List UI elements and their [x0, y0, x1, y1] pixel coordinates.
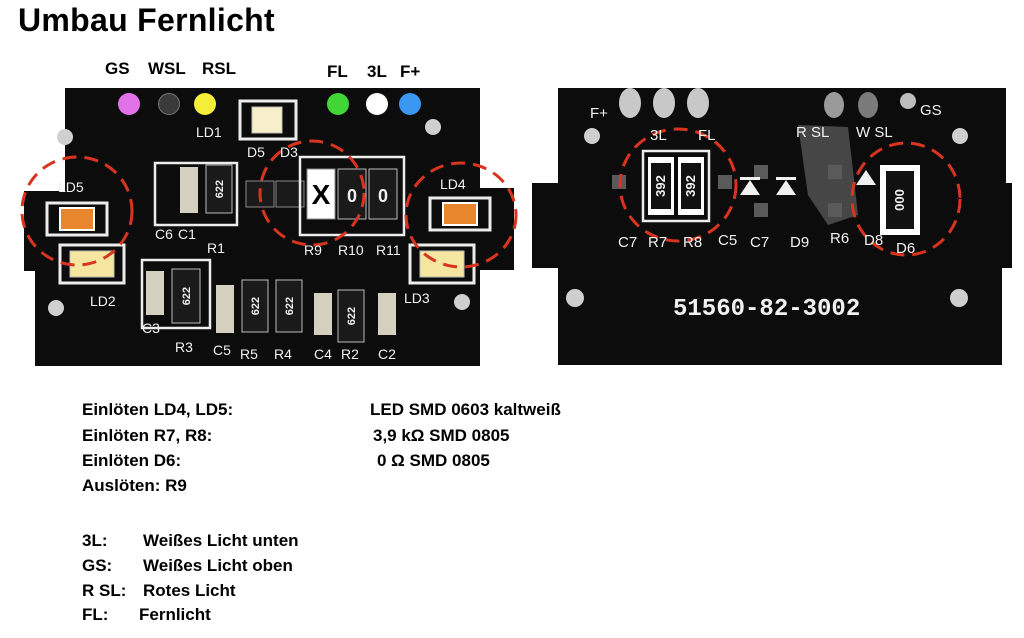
dot-fplus — [399, 93, 421, 115]
silk-ld4: LD4 — [440, 176, 466, 192]
silk-wsl: W SL — [856, 124, 893, 141]
label-rsl: RSL — [202, 59, 236, 78]
silk-c1: C1 — [178, 226, 196, 242]
code-r9-marker: X — [312, 179, 331, 210]
silk-fplus: F+ — [590, 105, 608, 122]
silk-d9: D9 — [790, 234, 809, 251]
code-d6: 000 — [892, 189, 907, 211]
silk-ld5: LD5 — [58, 179, 84, 195]
silk-c5: C5 — [718, 232, 737, 249]
dot-wsl — [158, 93, 180, 115]
dot-fl — [327, 93, 349, 115]
label-gs: GS — [105, 59, 130, 78]
code-r10: 0 — [347, 186, 357, 206]
code-r11: 0 — [378, 186, 388, 206]
silk-ld2: LD2 — [90, 293, 116, 309]
silk-r5: R5 — [240, 346, 258, 362]
label-fplus: F+ — [400, 62, 421, 81]
label-3l: 3L — [367, 62, 387, 81]
dot-rsl — [194, 93, 216, 115]
silk-ld1: LD1 — [196, 124, 222, 140]
legend-3-value: Rotes Licht — [143, 581, 236, 600]
right-pcb-image: F+ 3L FL R SL W SL GS C7 R7 R8 C5 C7 D9 … — [532, 88, 1012, 365]
pcb-part-number: 51560-82-3002 — [673, 296, 860, 323]
code-r3: 622 — [181, 287, 193, 305]
silk-d5: D5 — [247, 144, 265, 160]
dot-3l — [366, 93, 388, 115]
silk-c4: C4 — [314, 346, 332, 362]
silk-r1: R1 — [207, 240, 225, 256]
legend-3-key: R SL: — [82, 581, 127, 600]
instruction-3-label: Einlöten D6: — [82, 451, 182, 470]
silk-d6: D6 — [896, 240, 915, 257]
legend-1-key: 3L: — [82, 531, 108, 550]
code-r5: 622 — [250, 297, 262, 315]
silk-r8: R8 — [683, 234, 702, 251]
left-pcb-image: LD1 D5 D3 LD5 LD4 C6 C1 R1 R9 R10 R11 LD… — [20, 88, 518, 366]
instruction-2-value: 3,9 kΩ SMD 0805 — [373, 426, 510, 445]
silk-r10: R10 — [338, 242, 364, 258]
silk-r7: R7 — [648, 234, 667, 251]
instruction-2-label: Einlöten R7, R8: — [82, 426, 213, 445]
label-wsl: WSL — [148, 59, 186, 78]
silk-d3: D3 — [280, 144, 298, 160]
silk-rsl: R SL — [796, 124, 829, 141]
code-r2: 622 — [346, 307, 358, 325]
silk-r6: R6 — [830, 230, 849, 247]
silk-r3: R3 — [175, 339, 193, 355]
instruction-1-label: Einlöten LD4, LD5: — [82, 400, 234, 419]
legend-4-value: Fernlicht — [139, 605, 211, 624]
silk-c6: C6 — [155, 226, 173, 242]
silk-ld3: LD3 — [404, 290, 430, 306]
code-r7: 392 — [653, 175, 668, 197]
silk-r11: R11 — [376, 242, 401, 258]
dot-gs — [118, 93, 140, 115]
silk-r4: R4 — [274, 346, 292, 362]
legend-2-value: Weißes Licht oben — [143, 556, 293, 575]
silk-c3: C3 — [142, 320, 160, 336]
silk-c7b: C7 — [750, 234, 769, 251]
silk-d8: D8 — [864, 232, 883, 249]
silk-fl: FL — [698, 127, 716, 144]
page-title: Umbau Fernlicht — [18, 2, 275, 38]
code-r1: 622 — [214, 180, 226, 198]
instruction-3-value: 0 Ω SMD 0805 — [377, 451, 490, 470]
silk-gs: GS — [920, 102, 942, 119]
code-r8: 392 — [683, 175, 698, 197]
silk-3l: 3L — [650, 127, 667, 144]
silk-c5: C5 — [213, 342, 231, 358]
legend-2-key: GS: — [82, 556, 113, 575]
instruction-4-label: Auslöten: R9 — [82, 476, 187, 495]
legend-1-value: Weißes Licht unten — [143, 531, 299, 550]
silk-c7a: C7 — [618, 234, 637, 251]
instruction-1-value: LED SMD 0603 kaltweiß — [370, 400, 561, 419]
silk-c2: C2 — [378, 346, 396, 362]
silk-r2: R2 — [341, 346, 359, 362]
legend-4-key: FL: — [82, 605, 109, 624]
code-r4: 622 — [284, 297, 296, 315]
label-fl: FL — [327, 62, 348, 81]
silk-r9: R9 — [304, 242, 322, 258]
